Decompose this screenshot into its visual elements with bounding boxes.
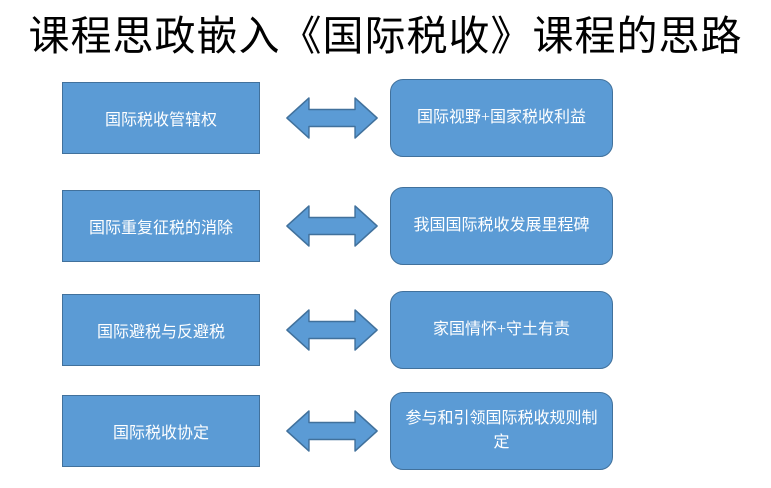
topic-box-label: 国际税收管辖权	[104, 112, 217, 129]
topic-box: 国际税收协定	[62, 395, 260, 467]
topic-box-label: 国际税收协定	[112, 425, 209, 442]
topic-box-label: 国际重复征税的消除	[88, 220, 233, 237]
ideology-box-label: 我国国际税收发展里程碑	[413, 217, 590, 234]
diagram-row: 国际重复征税的消除 我国国际税收发展里程碑	[0, 186, 771, 266]
ideology-box: 参与和引领国际税收规则制定	[390, 392, 613, 470]
ideology-box-label: 国际视野+国家税收利益	[416, 109, 587, 126]
ideology-box: 家国情怀+守土有责	[390, 291, 613, 369]
diagram-row: 国际税收管辖权 国际视野+国家税收利益	[0, 78, 771, 158]
topic-box: 国际税收管辖权	[62, 82, 260, 154]
topic-box: 国际重复征税的消除	[62, 190, 260, 262]
double-headed-arrow-icon	[284, 201, 380, 251]
topic-box: 国际避税与反避税	[62, 294, 260, 366]
ideology-box-label: 参与和引领国际税收规则制定	[405, 410, 598, 451]
ideology-box: 国际视野+国家税收利益	[390, 79, 613, 157]
diagram-row: 国际税收协定 参与和引领国际税收规则制定	[0, 391, 771, 471]
double-headed-arrow-icon	[284, 406, 380, 456]
slide-title: 课程思政嵌入《国际税收》课程的思路	[28, 13, 743, 59]
double-headed-arrow-icon	[284, 305, 380, 355]
ideology-box: 我国国际税收发展里程碑	[390, 187, 613, 265]
double-headed-arrow-icon	[284, 93, 380, 143]
ideology-box-label: 家国情怀+守土有责	[432, 321, 571, 338]
diagram-row: 国际避税与反避税 家国情怀+守土有责	[0, 290, 771, 370]
topic-box-label: 国际避税与反避税	[96, 324, 225, 341]
